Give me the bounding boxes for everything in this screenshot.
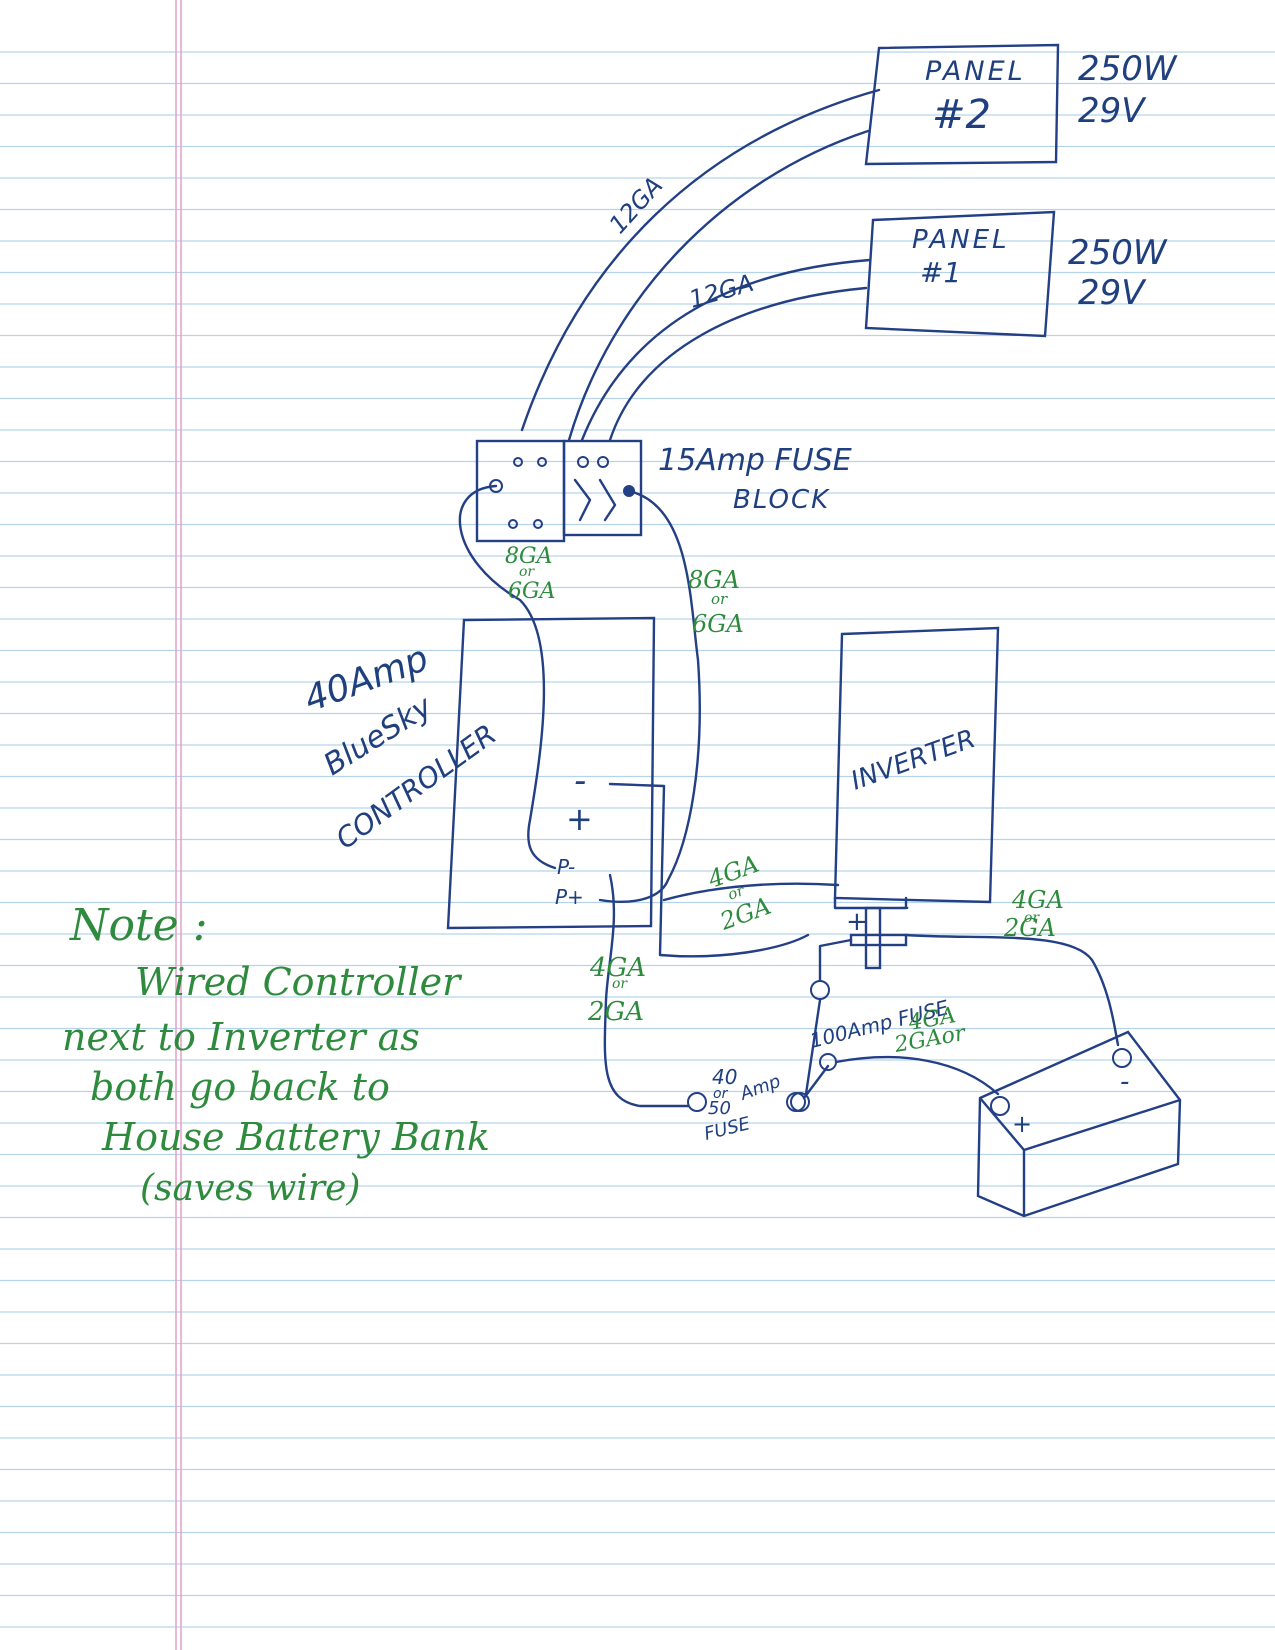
fuse-block-right	[562, 439, 643, 537]
controller-terminal-p-pos: P+	[555, 885, 584, 909]
controller-fuse-gauge-line3: 2GA	[587, 997, 644, 1027]
fuse-left-gauge-line1: 8GA	[505, 544, 552, 569]
charge-controller-box	[446, 616, 656, 930]
note-line2: next to Inverter as	[62, 1015, 420, 1059]
panel-1-wire-gauge: 12GA	[686, 269, 757, 314]
controller-inverter-gauge-line2: or	[725, 881, 747, 904]
panel-1-volts: 29V	[1078, 273, 1147, 313]
controller-terminal-pos: +	[566, 800, 593, 838]
inverter-label: INVERTER	[847, 724, 979, 797]
fuse-block-label-line2: BLOCK	[733, 485, 830, 515]
panel-2-watts: 250W	[1078, 49, 1178, 89]
inverter-terminal-neg: -	[900, 892, 909, 922]
battery-terminal-pos	[990, 1096, 1010, 1116]
note-line5: (saves wire)	[140, 1168, 360, 1209]
fuse-right-gauge-line2: or	[711, 590, 728, 608]
inverter-to-battery-wire: 4GA or 2GA	[904, 886, 1120, 1047]
fuse-left-gauge-line3: 6GA	[508, 579, 555, 604]
fuse-left-gauge-line2: or	[519, 564, 535, 580]
controller-fuse-line2: or	[713, 1086, 729, 1102]
charge-controller: 40Amp BlueSky CONTROLLER + - P- P+	[299, 616, 656, 930]
inverter-terminal-pos: +	[846, 907, 868, 937]
panel-2-label-line1: PANEL	[925, 56, 1026, 87]
fuse-to-controller-left-wire: 8GA or 6GA	[458, 484, 557, 870]
controller-to-fuse-wire: 4GA or 2GA 40 or 50 Amp FUSE	[587, 873, 830, 1145]
controller-fuse-line1: 40	[712, 1065, 737, 1089]
panel-1-watts: 250W	[1068, 233, 1168, 273]
inverter-fuse-terminal-top	[810, 980, 830, 1000]
panel-2-label-line2: #2	[932, 92, 991, 138]
panel-2: PANEL #2 250W 29V	[864, 43, 1178, 166]
controller-fuse-amp: Amp	[737, 1071, 784, 1105]
fuse-block-label-line1: 15Amp FUSE	[658, 443, 852, 478]
inverter-battery-gauge-line3: 2GA	[1003, 914, 1056, 942]
battery-terminal-neg	[1112, 1048, 1132, 1068]
house-battery: + -	[976, 1030, 1182, 1218]
inverter-box	[833, 626, 1000, 904]
inverter-battery-gauge-line1: 4GA	[1011, 886, 1064, 914]
inverter-battery-gauge-line2: or	[1024, 910, 1040, 926]
note-title: Note :	[69, 900, 208, 951]
note-line1: Wired Controller	[135, 960, 463, 1004]
controller-inverter-gauge-line3: 2GA	[716, 892, 775, 936]
panel-1-label-line2: #1	[920, 256, 961, 289]
fuse-to-controller-right-wire: 8GA or 6GA	[598, 489, 744, 903]
controller-fuse-gauge-line2: or	[612, 976, 628, 992]
inverter: INVERTER + -	[833, 626, 1000, 970]
battery-pos-label: +	[1012, 1110, 1032, 1138]
panel-1-box	[864, 210, 1056, 338]
controller-terminal-neg: -	[574, 761, 586, 801]
panel-2-volts: 29V	[1078, 91, 1147, 131]
controller-terminal-p-neg: P-	[557, 855, 575, 879]
fuse-right-gauge-line1: 8GA	[688, 566, 740, 594]
inverter-fuse-wire: 100Amp FUSE 4GA 2GAor	[790, 938, 1000, 1112]
note-line3: both go back to	[90, 1065, 390, 1109]
panel-2-box	[864, 43, 1060, 166]
fuse-right-gauge-line3: 6GA	[692, 610, 744, 638]
controller-fuse-terminal-right	[786, 1092, 806, 1112]
battery-body	[976, 1030, 1182, 1218]
handwritten-note: Note : Wired Controller next to Inverter…	[62, 900, 490, 1209]
controller-fuse-terminal-left	[687, 1092, 707, 1112]
fuse-block-left	[475, 439, 566, 543]
controller-fuse-gauge-line1: 4GA	[589, 953, 646, 983]
battery-neg-label: -	[1120, 1067, 1129, 1097]
controller-fuse-line3: 50	[708, 1098, 731, 1119]
controller-to-inverter-wire: 4GA or 2GA	[608, 782, 840, 958]
panel-1: PANEL #1 250W 29V	[864, 210, 1168, 338]
note-line4: House Battery Bank	[101, 1115, 490, 1159]
fuse-block: 15Amp FUSE BLOCK	[475, 439, 852, 543]
panel-1-wire: 12GA	[580, 258, 872, 442]
panel-1-label-line1: PANEL	[912, 225, 1010, 255]
panel-2-wire-gauge: 12GA	[604, 172, 669, 239]
